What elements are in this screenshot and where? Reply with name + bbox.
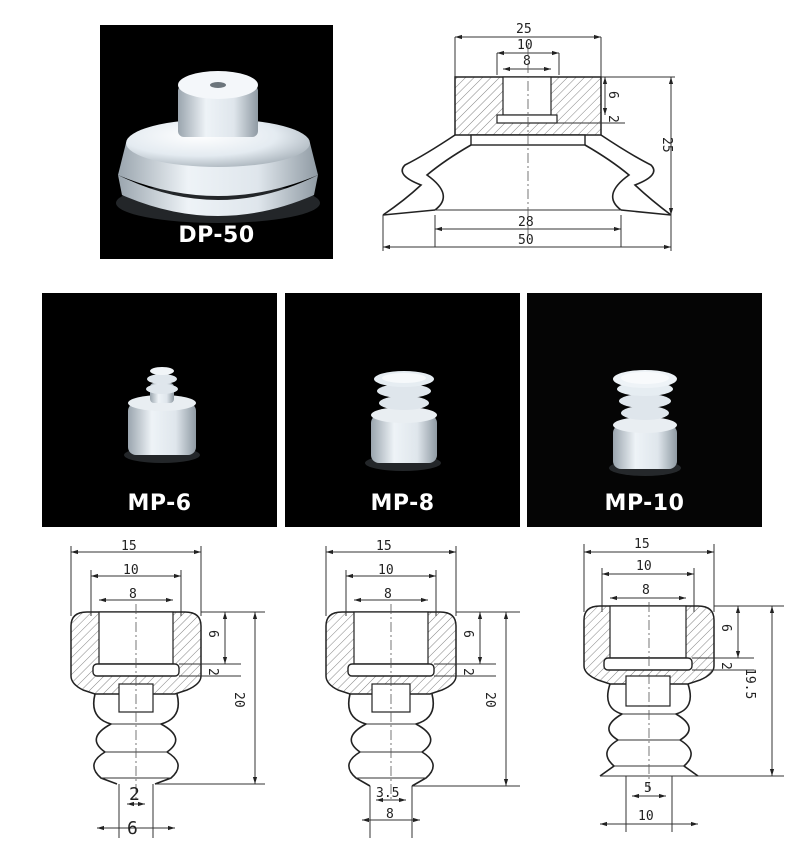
drawing-mp-6: 15 10 8 6 2 20 2 6 <box>55 538 270 848</box>
dim-mp10-top: 15 <box>634 537 650 552</box>
dim-mp6-inner: 8 <box>129 587 137 602</box>
dim-mp6-b1: 2 <box>129 784 140 805</box>
product-label-mp-8: MP-8 <box>370 491 435 516</box>
dim-mp10-h2: 2 <box>718 662 733 670</box>
dim-mp6-h2: 2 <box>205 668 220 676</box>
dim-dp50-height: 25 <box>659 137 674 153</box>
dim-mp8-inner: 8 <box>384 587 392 602</box>
dim-mp8-top: 15 <box>376 539 392 554</box>
dim-dp50-inner: 8 <box>523 54 531 69</box>
suction-cup-dp50-image <box>116 71 320 223</box>
product-label-mp-6: MP-6 <box>127 491 192 516</box>
technical-drawing-mp-6: 15 10 8 6 2 20 2 6 <box>70 539 265 839</box>
dim-mp10-inner: 8 <box>642 583 650 598</box>
dim-mp6-height: 20 <box>231 692 246 708</box>
dim-mp8-height: 20 <box>482 692 497 708</box>
technical-drawing-mp-10: 15 10 8 6 2 19.5 5 10 <box>583 537 784 832</box>
dim-dp50-h2: 2 <box>605 115 620 123</box>
dim-mp10-mid: 10 <box>636 559 652 574</box>
dim-mp6-top: 15 <box>121 539 137 554</box>
dim-mp6-h1: 6 <box>205 630 220 638</box>
dim-dp50-d2: 50 <box>518 233 534 248</box>
dim-mp6-b2: 6 <box>127 818 138 839</box>
dim-mp10-h1: 6 <box>718 624 733 632</box>
suction-cup-mp10-image <box>609 370 681 476</box>
dim-mp8-b2: 8 <box>386 807 394 822</box>
technical-drawing-mp-8: 15 10 8 6 2 20 3.5 8 <box>325 539 520 838</box>
drawing-mp-10: 15 10 8 6 2 19.5 5 10 <box>570 532 795 847</box>
photo-mp-10: MP-10 <box>527 293 762 527</box>
product-label-dp-50: DP-50 <box>178 223 255 248</box>
dim-mp10-b1: 5 <box>644 781 652 796</box>
dim-mp10-b2: 10 <box>638 809 654 824</box>
suction-cup-mp6-image <box>124 367 200 463</box>
drawing-mp-8: 15 10 8 6 2 20 3.5 8 <box>310 538 525 848</box>
photo-mp-8: MP-8 <box>285 293 520 527</box>
product-label-mp-10: MP-10 <box>604 491 685 516</box>
technical-drawing-dp-50: 25 10 8 6 2 25 28 <box>382 22 675 251</box>
dim-dp50-top: 25 <box>516 22 532 37</box>
dim-mp8-b1: 3.5 <box>376 786 399 801</box>
dim-mp6-mid: 10 <box>123 563 139 578</box>
drawing-dp-50: 25 10 8 6 2 25 28 <box>375 15 685 255</box>
dim-dp50-mid: 10 <box>517 38 533 53</box>
photo-mp-6: MP-6 <box>42 293 277 527</box>
dim-mp10-height: 19.5 <box>742 668 757 699</box>
photo-dp-50: DP-50 <box>100 25 333 259</box>
dim-dp50-h1: 6 <box>605 91 620 99</box>
dim-mp8-h2: 2 <box>460 668 475 676</box>
dim-mp8-mid: 10 <box>378 563 394 578</box>
dim-mp8-h1: 6 <box>460 630 475 638</box>
suction-cup-mp8-image <box>365 371 441 471</box>
dim-dp50-d1: 28 <box>518 215 534 230</box>
